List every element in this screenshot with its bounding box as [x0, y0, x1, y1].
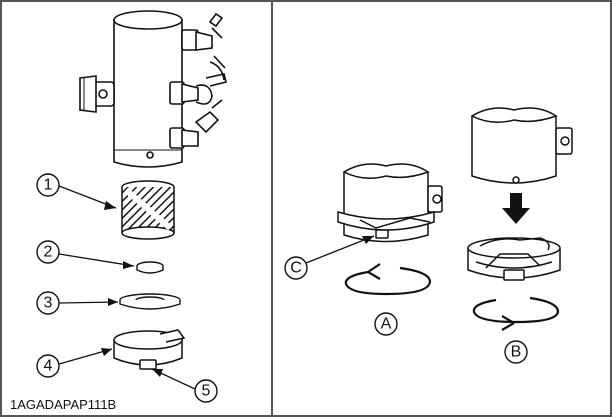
callout-2-label: 2: [44, 244, 53, 261]
callout-c-label: C: [290, 260, 302, 277]
callout-b-label: B: [511, 344, 522, 361]
callout-c: C: [284, 235, 375, 280]
callout-4-label: 4: [44, 358, 53, 375]
callout-3: 3: [36, 291, 119, 315]
figure-code: 1AGADAPAP111B: [10, 397, 116, 412]
callout-a: A: [374, 312, 398, 336]
o-ring: [119, 293, 181, 310]
small-washer: [136, 261, 164, 274]
callout-4: 4: [36, 348, 113, 378]
callout-1: 1: [36, 173, 117, 210]
filter-cap: [113, 329, 186, 370]
callout-5-label: 5: [202, 383, 211, 400]
callout-b: B: [504, 340, 528, 364]
down-arrow: [502, 193, 530, 224]
callout-2: 2: [36, 240, 135, 269]
housing-upper: [470, 107, 573, 184]
housing-assembled: [337, 163, 443, 243]
callout-5: 5: [151, 368, 218, 403]
callout-1-label: 1: [44, 177, 53, 194]
rotation-arrow-b: [472, 296, 560, 331]
filter-housing-assembly: [79, 10, 227, 168]
filter-element: [121, 180, 175, 240]
callout-3-label: 3: [44, 295, 53, 312]
cap-with-slots: [467, 237, 561, 281]
rotation-arrow-a: [344, 263, 432, 296]
callout-a-label: A: [381, 316, 392, 333]
